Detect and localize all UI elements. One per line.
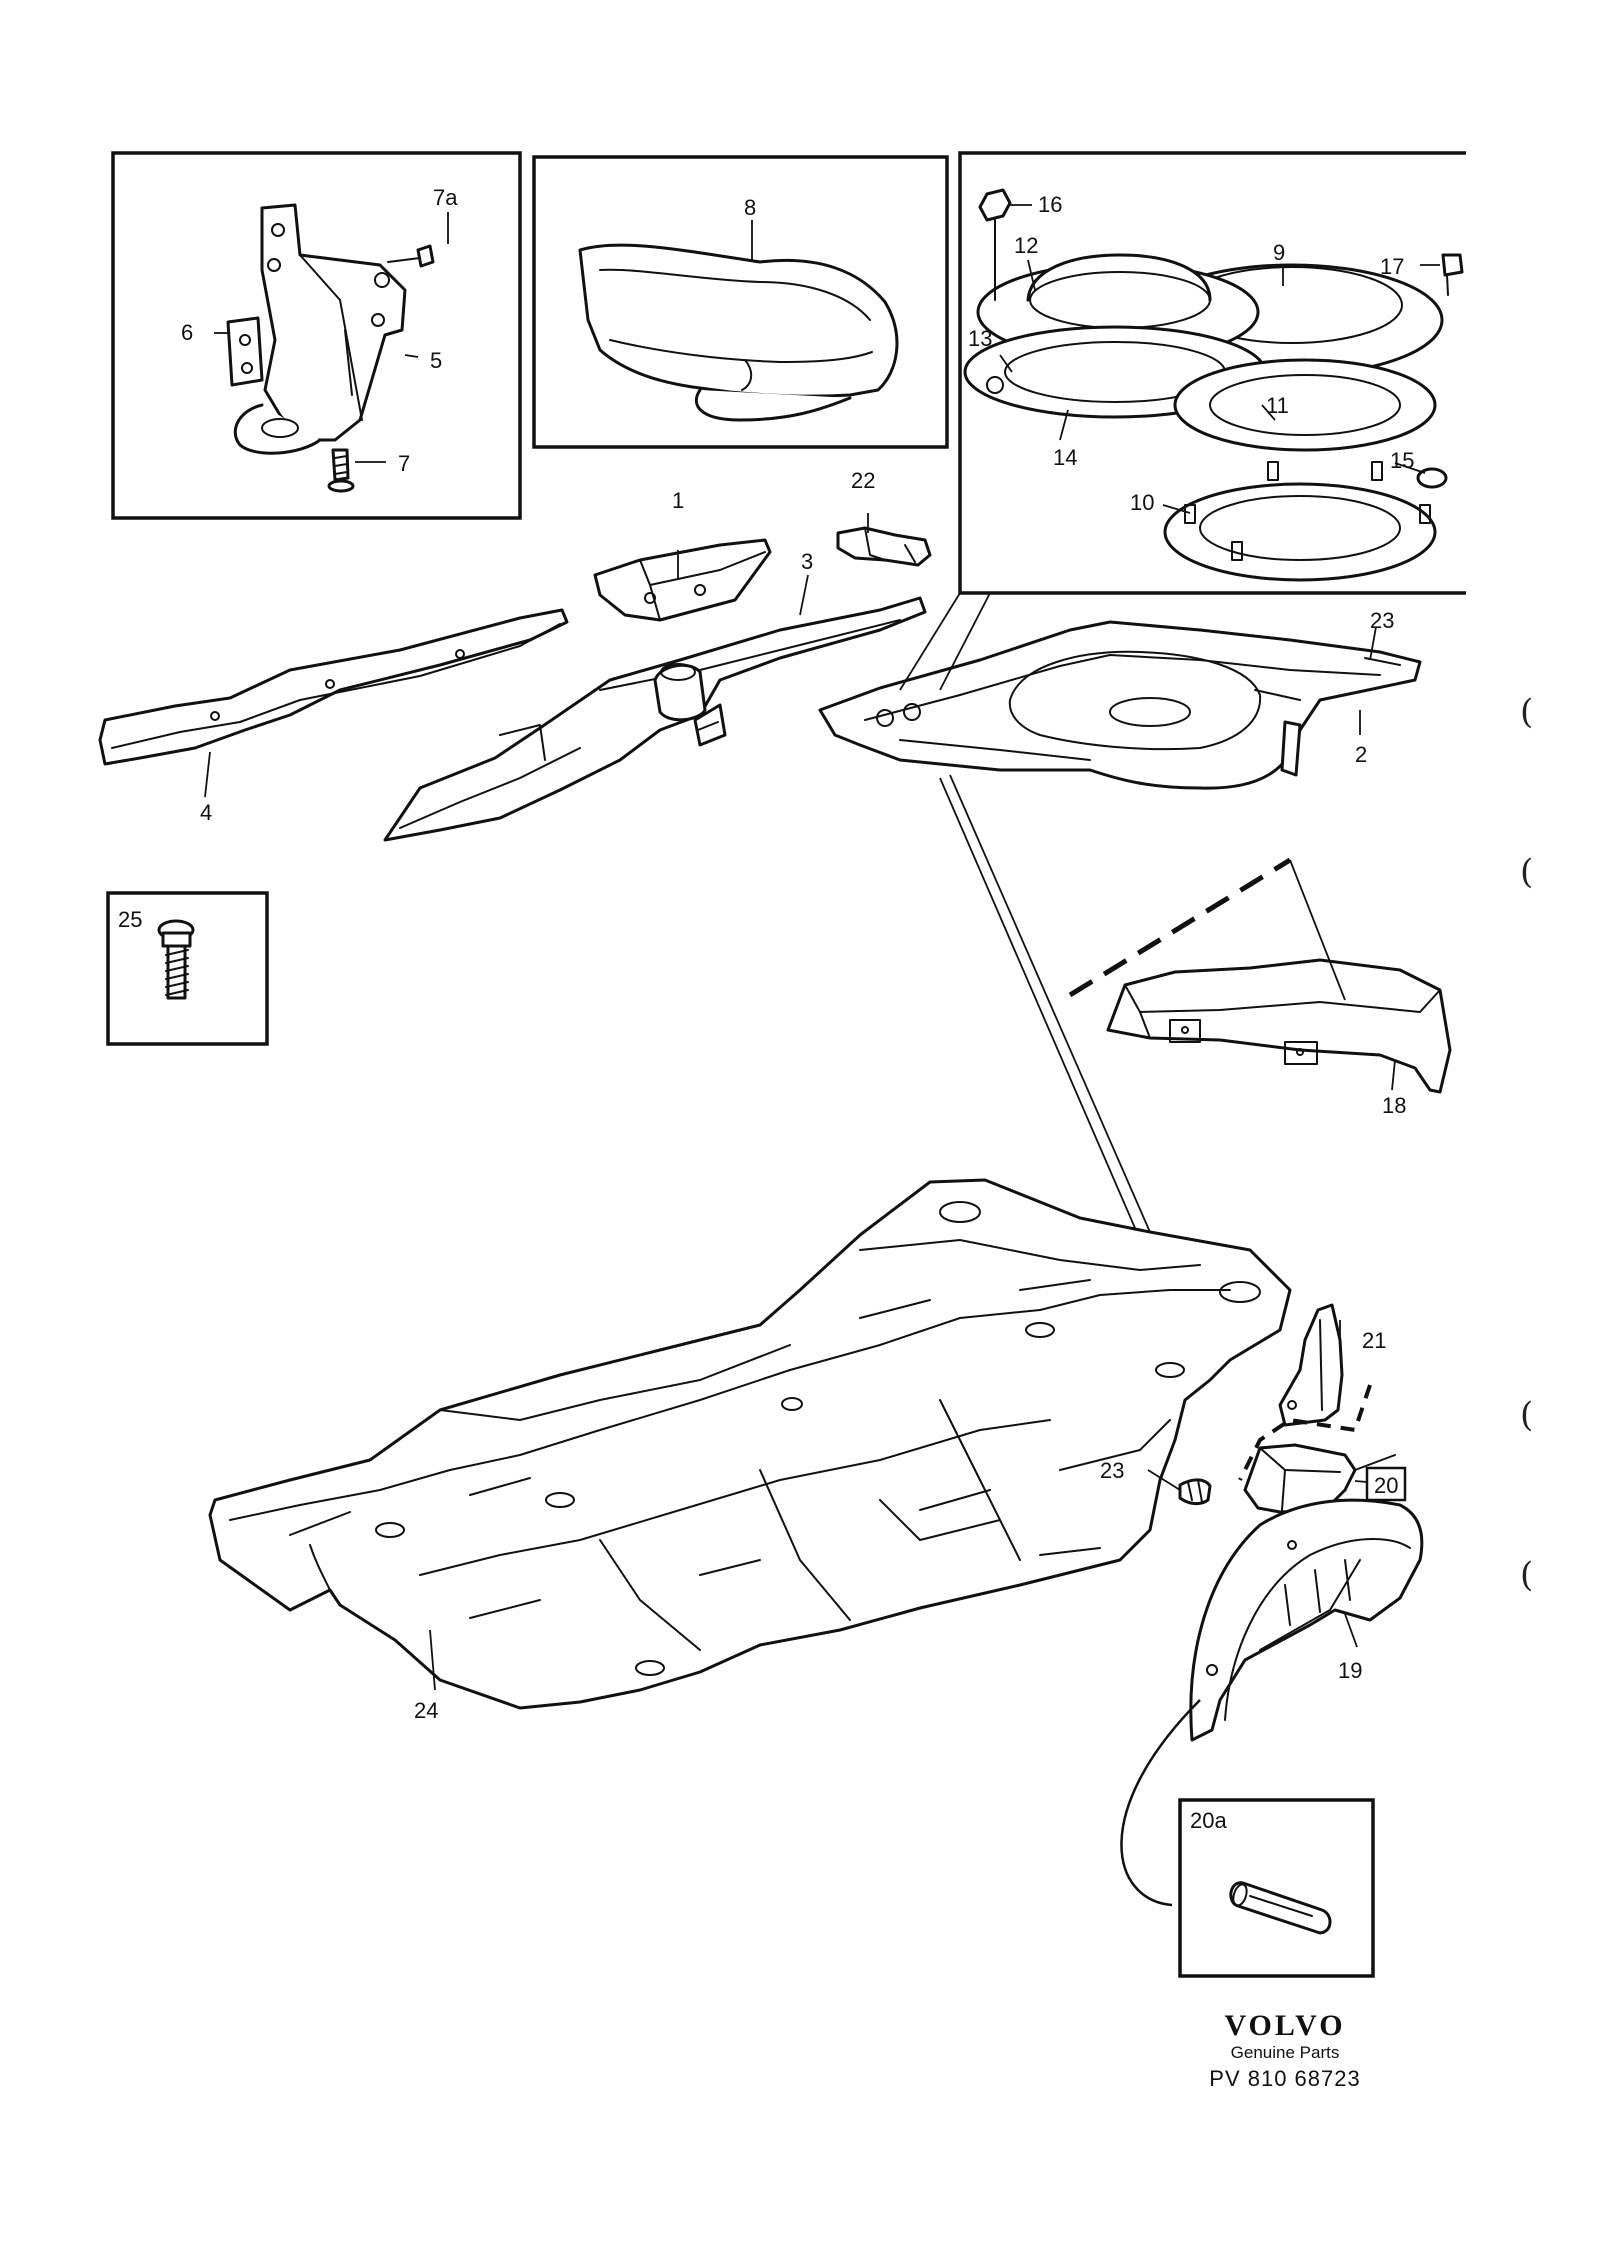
margin-mark-4: ( bbox=[1520, 1555, 1534, 1595]
leader-lines bbox=[204, 204, 1440, 1691]
callout-4: 4 bbox=[200, 800, 212, 825]
callout-23-rear: 23 bbox=[1370, 608, 1394, 633]
callout-6: 6 bbox=[181, 320, 193, 345]
bracket-assembly bbox=[226, 203, 435, 493]
part-4-rail bbox=[98, 608, 569, 766]
callout-13: 13 bbox=[968, 326, 992, 351]
margin-mark-1: ( bbox=[1520, 692, 1534, 732]
part-25-plug bbox=[157, 919, 195, 1000]
brand-subtitle: Genuine Parts bbox=[1230, 2043, 1340, 2062]
part-20-bracket bbox=[1243, 1443, 1407, 1514]
part-2-rear-floor bbox=[818, 620, 1422, 790]
part-24-main-floor bbox=[208, 1178, 1292, 1710]
part-20a-pin bbox=[1229, 1881, 1332, 1935]
callout-5: 5 bbox=[430, 348, 442, 373]
callout-labels: 7a 6 5 7 8 16 12 9 17 13 11 14 15 10 1 2… bbox=[118, 185, 1414, 1833]
callout-14: 14 bbox=[1053, 445, 1077, 470]
brand-logo: VOLVO bbox=[1224, 2009, 1346, 2042]
callout-25: 25 bbox=[118, 907, 142, 932]
spring-seat-assembly bbox=[963, 188, 1464, 582]
callout-3: 3 bbox=[801, 549, 813, 574]
inset-frame-bracket bbox=[111, 151, 522, 520]
part-21-bracket bbox=[1278, 1303, 1344, 1427]
margin-mark-3: ( bbox=[1520, 1395, 1534, 1435]
callout-7a: 7a bbox=[433, 185, 458, 210]
callout-7: 7 bbox=[398, 451, 410, 476]
callout-19: 19 bbox=[1338, 1658, 1362, 1683]
part-22-clip bbox=[836, 526, 932, 567]
part-3-side-member bbox=[383, 596, 927, 842]
diagram-code: PV 810 68723 bbox=[1209, 2066, 1361, 2091]
part-18-cross-member bbox=[1106, 958, 1452, 1094]
brand-block: VOLVO Genuine Parts PV 810 68723 bbox=[1180, 2010, 1390, 2094]
inset-frame-heat-shield bbox=[532, 155, 949, 449]
callout-17: 17 bbox=[1380, 254, 1404, 279]
part-1-bracket bbox=[593, 538, 772, 622]
callout-15: 15 bbox=[1390, 448, 1414, 473]
callout-2: 2 bbox=[1355, 742, 1367, 767]
callout-8: 8 bbox=[744, 195, 756, 220]
part-23-clip bbox=[1178, 1478, 1212, 1506]
callout-22: 22 bbox=[851, 468, 875, 493]
inset-frame-pin bbox=[1178, 1798, 1375, 1978]
callout-18: 18 bbox=[1382, 1093, 1406, 1118]
inset-frame-plug bbox=[106, 891, 269, 1046]
callout-20a: 20a bbox=[1190, 1808, 1227, 1833]
part-19-wheel-housing bbox=[1189, 1498, 1424, 1742]
callout-24: 24 bbox=[414, 1698, 438, 1723]
callout-16: 16 bbox=[1038, 192, 1062, 217]
callout-20: 20 bbox=[1374, 1473, 1398, 1498]
heat-shield bbox=[578, 243, 899, 422]
callout-23-floor: 23 bbox=[1100, 1458, 1124, 1483]
callout-9: 9 bbox=[1273, 240, 1285, 265]
callout-11: 11 bbox=[1266, 393, 1289, 418]
callout-12: 12 bbox=[1014, 233, 1038, 258]
callout-1: 1 bbox=[672, 488, 684, 513]
callout-21: 21 bbox=[1362, 1328, 1386, 1353]
inset-frame-spring-seat bbox=[958, 151, 1466, 595]
callout-10: 10 bbox=[1130, 490, 1154, 515]
margin-mark-2: ( bbox=[1520, 852, 1534, 892]
